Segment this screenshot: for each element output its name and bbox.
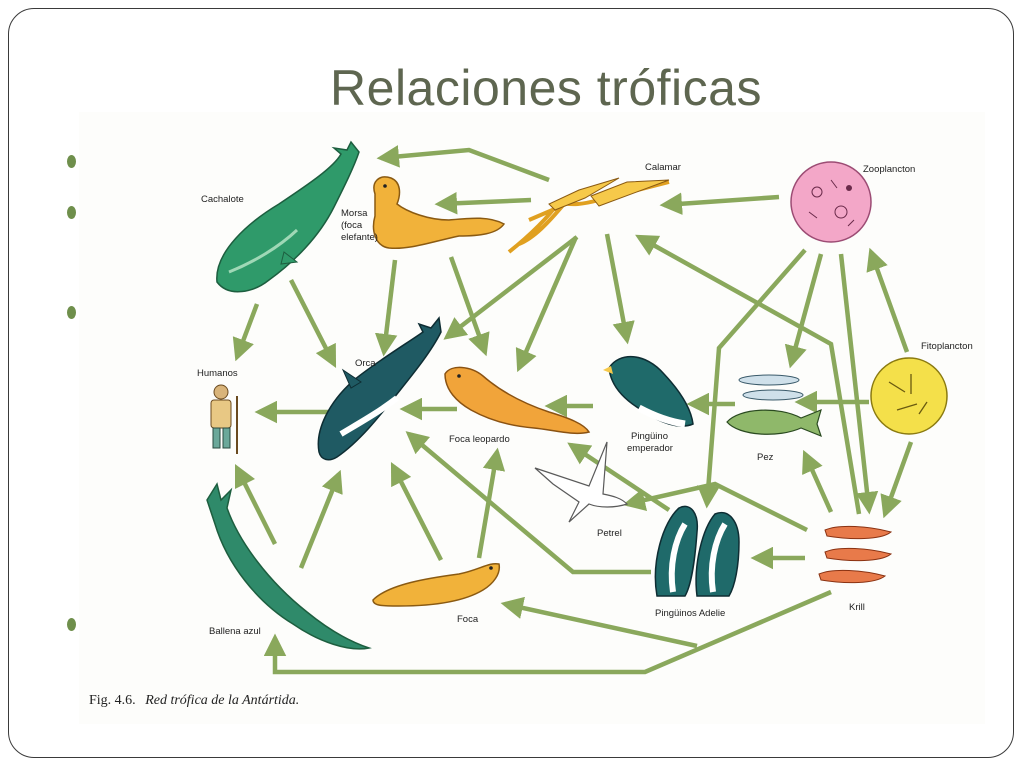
arrow-zooplancton-krill [838,253,879,515]
label-pinguinos-adelie: Pingüinos Adelie [655,608,725,619]
petrel-illustration [534,441,629,523]
pinguino-emperador-illustration [603,355,694,428]
arrow-pinguinos-focaleopardo [567,442,671,512]
krill-illustration [818,525,893,584]
arrow-ballena-orca [298,469,343,569]
arrow-morsa-focaleopardo [448,256,490,357]
foca-illustration [372,562,501,607]
cachalote-illustration [216,140,360,293]
label-ballena-azul: Ballena azul [209,626,261,637]
arrow-morsa-orca [374,259,398,357]
label-foca-leopardo: Foca leopardo [449,434,510,445]
label-pinguino-emperador: Pingüino [631,431,668,442]
arrow-fitoplancton-zooplancton [866,247,910,353]
arrow-calamar-cachalote [376,145,550,183]
label-humanos: Humanos [197,368,238,379]
orca-illustration [317,316,442,461]
food-web-diagram: Cachalote Morsa (foca elefante) Calamar … [89,140,973,708]
caption-title: Red trófica de la Antártida. [144,693,299,708]
fitoplancton-illustration [870,357,948,435]
arrow-foca-focaleopardo [476,447,506,559]
arrow-foca-orca [390,461,444,562]
arrow-pinguinos-orca [405,431,651,575]
pez-illustration [726,374,822,438]
arrow-krill-calamar [635,234,862,515]
arrow-zooplancton-calamar [659,192,780,215]
label-morsa-line3: elefante) [341,232,378,243]
arrow-ballena-humanos [234,463,278,546]
bullet-marker [67,155,76,168]
arrow-krill-ballena [263,589,832,675]
caption-prefix: Fig. 4.6. [89,693,136,708]
label-pez: Pez [757,452,774,463]
arrow-zooplancton-pinguinos [697,248,807,509]
arrow-krill-petrel [622,481,809,533]
ballena-azul-illustration [206,482,372,650]
label-zooplancton: Zooplancton [863,164,915,175]
label-foca: Foca [457,614,479,625]
label-krill: Krill [849,602,865,613]
label-cachalote: Cachalote [201,194,244,205]
arrow-cachalote-orca [288,278,337,369]
calamar-illustration [507,177,670,254]
zooplancton-illustration [790,161,872,243]
humanos-illustration [210,384,238,454]
pinguinos-adelie-illustration [654,505,740,597]
arrow-calamar-orca [443,235,579,340]
slide: Relaciones tróficas [8,8,1014,758]
label-fitoplancton: Fitoplancton [921,341,973,352]
figure-caption: Fig. 4.6. Red trófica de la Antártida. [89,693,299,708]
arrow-calamar-morsa [434,191,532,215]
label-orca: Orca [355,358,376,369]
label-morsa: Morsa [341,208,368,219]
arrow-calamar-focaleopardo [515,236,579,373]
label-pinguino-emperador-line2: emperador [627,443,673,454]
slide-title: Relaciones tróficas [330,60,762,116]
food-web-figure: Cachalote Morsa (foca elefante) Calamar … [79,112,985,724]
morsa-illustration [372,176,506,250]
arrows [232,145,914,675]
bullet-marker [67,306,76,319]
label-petrel: Petrel [597,528,622,539]
labels: Cachalote Morsa (foca elefante) Calamar … [197,162,973,637]
arrow-krill-pez [802,449,834,513]
label-calamar: Calamar [645,162,681,173]
foca-leopardo-illustration [444,366,591,435]
arrow-fitoplancton-krill [880,441,914,519]
arrow-krill-foca [500,596,698,649]
arrow-cachalote-humanos [232,303,260,362]
label-morsa-line2: (foca [341,220,363,231]
arrow-calamar-pinguino [604,233,635,345]
arrow-zooplancton-pez [784,253,824,369]
bullet-marker [67,618,76,631]
bullet-marker [67,206,76,219]
